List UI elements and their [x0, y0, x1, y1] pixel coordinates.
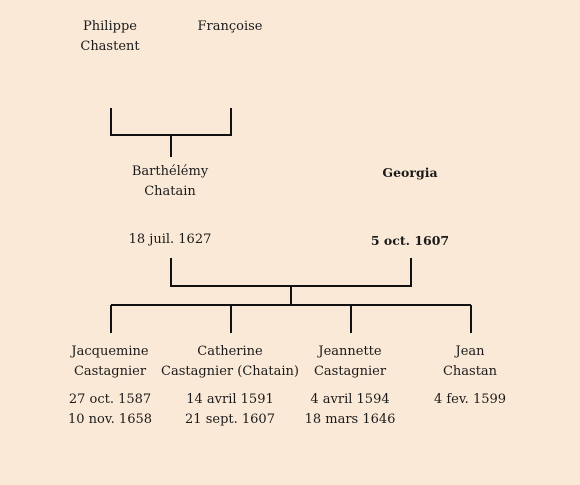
parents-bracket — [170, 258, 412, 287]
person-jean: Jean Chastan — [443, 342, 497, 382]
person-first-name: Barthélémy — [131, 164, 209, 179]
person-birth-date: 4 fev. 1599 — [433, 392, 507, 407]
person-last-name: Castagnier — [313, 364, 387, 379]
person-jacquemine-dates: 27 oct. 1587 10 nov. 1658 — [68, 390, 152, 430]
person-jeannette-dates: 4 avril 1594 18 mars 1646 — [305, 390, 396, 430]
person-first-name: Philippe — [83, 19, 137, 34]
person-birth-date: 14 avril 1591 — [186, 392, 274, 407]
person-death-date: 10 nov. 1658 — [67, 412, 153, 427]
person-death-date: 18 mars 1646 — [304, 412, 396, 427]
person-georgia: Georgia — [382, 163, 437, 183]
person-birth-date: 27 oct. 1587 — [68, 392, 152, 407]
person-barthelemy: Barthélémy Chatain — [132, 162, 208, 202]
person-first-name: Françoise — [197, 19, 263, 34]
person-last-name: Castagnier (Chatain) — [161, 364, 299, 379]
person-first-name: Jacquemine — [71, 344, 149, 359]
person-catherine: Catherine Castagnier (Chatain) — [161, 342, 299, 382]
person-jeannette: Jeannette Castagnier — [314, 342, 386, 382]
person-birth-date: 4 avril 1594 — [310, 392, 390, 407]
person-barthelemy-date: 18 juil. 1627 — [129, 230, 212, 250]
person-catherine-dates: 14 avril 1591 21 sept. 1607 — [185, 390, 275, 430]
person-francoise: Françoise — [198, 17, 263, 37]
person-date: 5 oct. 1607 — [370, 233, 450, 248]
person-jacquemine: Jacquemine Castagnier — [71, 342, 148, 382]
person-georgia-date: 5 oct. 1607 — [371, 231, 449, 251]
person-last-name: Chatain — [144, 184, 196, 199]
person-philippe: Philippe Chastent — [80, 17, 139, 57]
person-date: 18 juil. 1627 — [128, 232, 212, 247]
person-first-name: Catherine — [197, 344, 263, 359]
person-first-name: Jean — [455, 344, 485, 359]
person-last-name: Castagnier — [73, 364, 147, 379]
person-first-name: Jeannette — [318, 344, 382, 359]
grandparents-bracket — [110, 108, 232, 136]
person-first-name: Georgia — [382, 165, 438, 180]
person-last-name: Chastan — [442, 364, 498, 379]
person-death-date: 21 sept. 1607 — [185, 412, 275, 427]
person-jean-dates: 4 fev. 1599 — [434, 390, 506, 410]
person-last-name: Chastent — [80, 39, 140, 54]
